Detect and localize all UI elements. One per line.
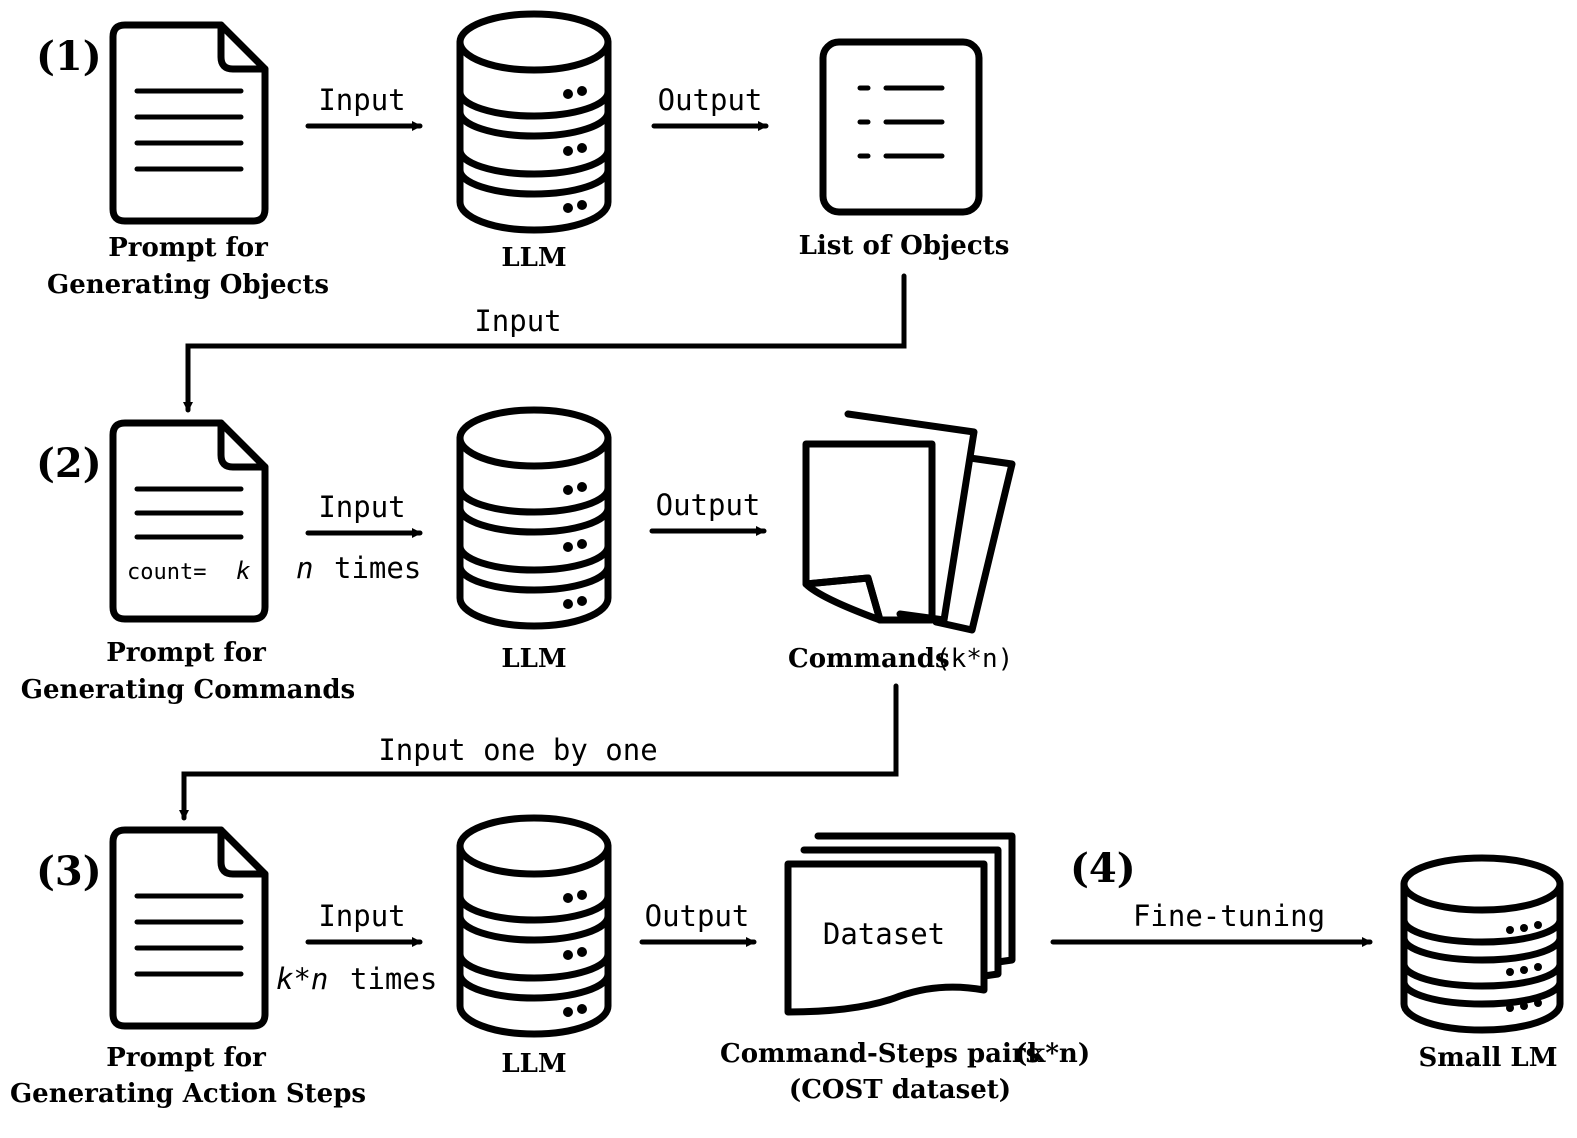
row3-output-label: Output [645, 899, 750, 933]
prompt-count-var: k [236, 557, 251, 585]
prompt-commands-caption-line1: Prompt for [106, 638, 266, 668]
row1-llm-database-icon [460, 14, 608, 230]
row2-output-label: Output [656, 488, 761, 522]
prompt-objects-document-icon [113, 25, 265, 221]
connector2-label: Input one by one [378, 733, 657, 767]
list-of-objects-icon [819, 38, 983, 216]
cost-caption-count: (k*n) [1015, 1039, 1090, 1069]
row1-output-label: Output [658, 83, 763, 117]
cost-caption-line2: (COST dataset) [789, 1075, 1011, 1105]
commands-count: (k*n) [935, 644, 1013, 674]
row3-llm-caption: LLM [501, 1049, 566, 1079]
step-4-label: (4) [1070, 845, 1136, 892]
prompt-action-steps-caption-line2: Generating Action Steps [10, 1079, 366, 1109]
row2-input-label: Input [318, 490, 405, 524]
row3-times-label: times [350, 962, 437, 996]
step-2-label: (2) [36, 440, 102, 487]
row1-llm-caption: LLM [501, 243, 566, 273]
dataset-stack-icon [784, 832, 1016, 1016]
finetune-label: Fine-tuning [1133, 899, 1325, 933]
connector1-arrow [183, 273, 907, 413]
prompt-count-label: count= [127, 560, 206, 585]
dataset-label: Dataset [823, 917, 945, 951]
connector1-label: Input [474, 304, 561, 338]
step-3-label: (3) [36, 848, 102, 895]
commands-caption: Commands [788, 644, 950, 674]
list-of-objects-caption: List of Objects [799, 231, 1010, 261]
cost-caption-line1: Command-Steps pairs [720, 1039, 1040, 1069]
step-1-label: (1) [36, 33, 102, 80]
row2-times-var: n [296, 551, 313, 585]
prompt-objects-caption-line2: Generating Objects [47, 270, 329, 300]
row3-input-label: Input [318, 899, 405, 933]
connector2-arrow [179, 683, 899, 821]
prompt-commands-document-icon [113, 423, 265, 619]
commands-stacked-pages-icon [802, 410, 1016, 634]
prompt-action-steps-caption-line1: Prompt for [106, 1043, 266, 1073]
prompt-commands-caption-line2: Generating Commands [21, 675, 355, 705]
row3-times-var: k*n [276, 962, 328, 996]
row3-llm-database-icon [460, 818, 608, 1034]
small-lm-database-icon [1400, 854, 1564, 1034]
prompt-objects-caption-line1: Prompt for [108, 233, 268, 263]
prompt-action-steps-document-icon [113, 830, 265, 1026]
row1-input-label: Input [318, 83, 405, 117]
row2-llm-caption: LLM [501, 644, 566, 674]
small-lm-caption: Small LM [1418, 1043, 1557, 1073]
row2-llm-database-icon [460, 410, 608, 626]
row2-times-label: times [334, 551, 421, 585]
